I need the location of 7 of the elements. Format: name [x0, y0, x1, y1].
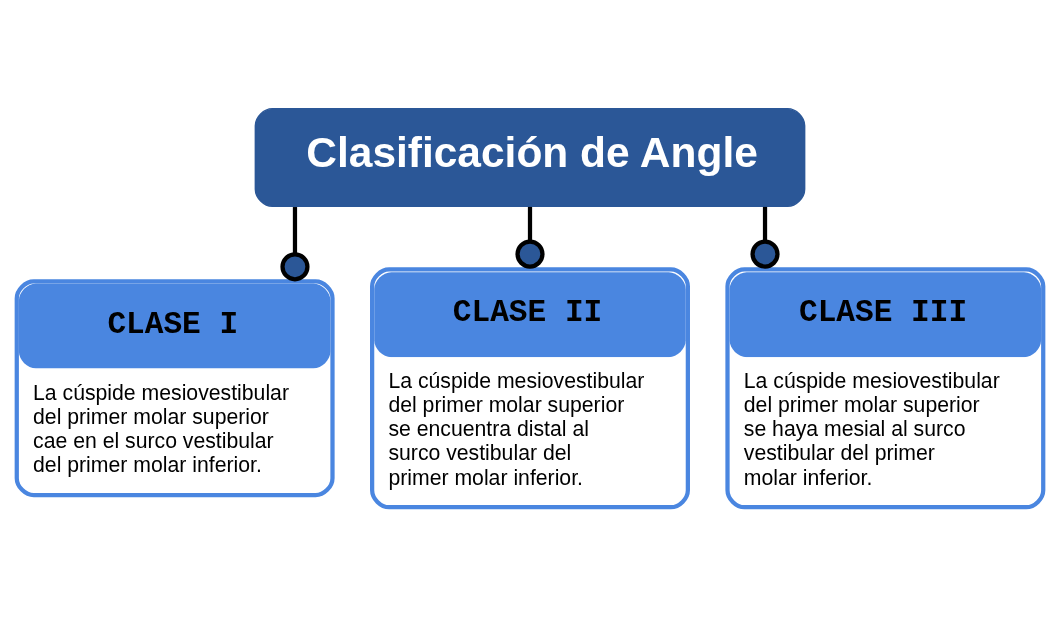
node-box: Clasificación de Angle: [254, 107, 806, 208]
connector: [750, 206, 780, 269]
node-box: CLASE II La cúspide mesiovestibular del primer molar superior se encuentra distal al surco vestibular del primer molar inferior.: [370, 267, 690, 510]
node-box: CLASE I La cúspide mesiovestibular del primer molar superior cae en el surco vestibular del primer molar inferior.: [14, 279, 335, 498]
connector: [280, 207, 310, 282]
node-box: CLASE III La cúspide mesiovestibular del primer molar superior se haya mesial al surco vestibular del primer molar inferior.: [725, 267, 1046, 510]
connector: [515, 206, 545, 269]
